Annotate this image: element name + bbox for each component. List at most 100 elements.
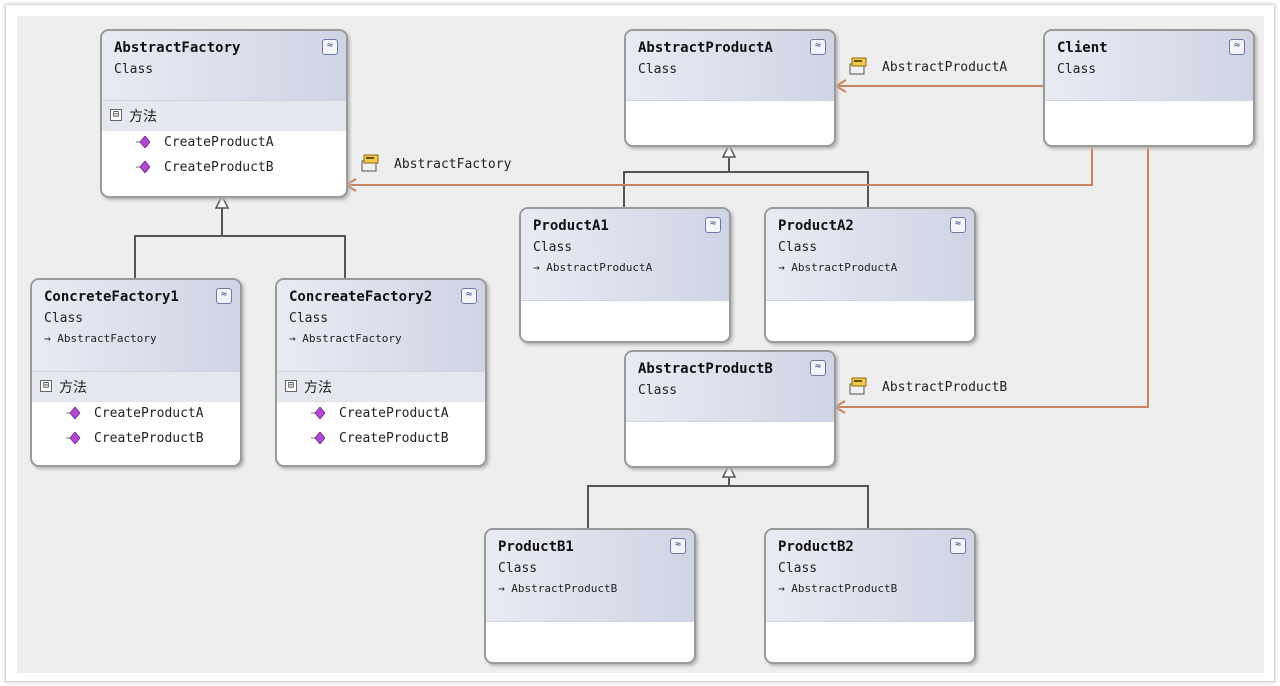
class-abstract-product-a[interactable]: AbstractProductA Class ≈ [624, 29, 836, 147]
class-name: ConcreteFactory1 [44, 289, 179, 305]
class-kind: Class [638, 62, 678, 77]
class-product-a2[interactable]: ProductA2 Class → AbstractProductA ≈ [764, 207, 976, 343]
class-name: ProductB2 [778, 539, 854, 555]
class-name: ProductA2 [778, 218, 854, 234]
class-client[interactable]: Client Class ≈ [1043, 29, 1255, 147]
base-class-name: AbstractProductA [546, 261, 653, 274]
method-row[interactable]: CreateProductA [32, 402, 240, 427]
section-toggle-icon[interactable]: ⊟ [285, 380, 297, 392]
class-kind: Class [498, 561, 538, 576]
class-concreate-factory2[interactable]: ConcreateFactory2 Class → AbstractFactor… [275, 278, 487, 467]
method-name: CreateProductA [339, 406, 449, 421]
method-row[interactable]: CreateProductB [102, 156, 346, 181]
class-product-b2[interactable]: ProductB2 Class → AbstractProductB ≈ [764, 528, 976, 664]
class-kind: Class [114, 62, 154, 77]
association-role-name: AbstractFactory [394, 157, 512, 172]
base-class-name: AbstractFactory [57, 332, 157, 345]
association-role-name: AbstractProductB [882, 380, 1008, 395]
base-class-line: → AbstractProductB [778, 582, 897, 595]
class-name: Client [1057, 40, 1108, 56]
class-kind: Class [1057, 62, 1097, 77]
class-kind: Class [533, 240, 573, 255]
method-row[interactable]: CreateProductA [102, 131, 346, 156]
collapse-chevrons-icon[interactable]: ≈ [950, 538, 966, 554]
collapse-chevrons-icon[interactable]: ≈ [810, 360, 826, 376]
inherits-arrow-icon: → [44, 332, 51, 345]
class-header: ProductB2 Class → AbstractProductB ≈ [766, 530, 974, 622]
class-header: AbstractProductB Class ≈ [626, 352, 834, 422]
class-name: ConcreateFactory2 [289, 289, 433, 305]
class-product-b1[interactable]: ProductB1 Class → AbstractProductB ≈ [484, 528, 696, 664]
base-class-name: AbstractProductB [511, 582, 618, 595]
section-toggle-icon[interactable]: ⊟ [110, 109, 122, 121]
base-class-line: → AbstractFactory [289, 332, 402, 345]
class-kind: Class [638, 383, 678, 398]
class-kind: Class [778, 240, 818, 255]
class-header: ProductA2 Class → AbstractProductA ≈ [766, 209, 974, 301]
methods-section-header[interactable]: ⊟ 方法 [277, 372, 485, 402]
method-icon [136, 136, 150, 148]
association-role-name: AbstractProductA [882, 60, 1008, 75]
class-abstract-product-b[interactable]: AbstractProductB Class ≈ [624, 350, 836, 468]
section-title: 方法 [129, 109, 157, 125]
class-name: ProductB1 [498, 539, 574, 555]
inherits-arrow-icon: → [289, 332, 296, 345]
inherits-arrow-icon: → [533, 261, 540, 274]
collapse-chevrons-icon[interactable]: ≈ [216, 288, 232, 304]
collapse-chevrons-icon[interactable]: ≈ [810, 39, 826, 55]
class-header: ConcreateFactory2 Class → AbstractFactor… [277, 280, 485, 372]
method-row[interactable]: CreateProductB [32, 427, 240, 452]
class-header: Client Class ≈ [1045, 31, 1253, 101]
method-name: CreateProductA [164, 135, 274, 150]
section-toggle-icon[interactable]: ⊟ [40, 380, 52, 392]
inherits-arrow-icon: → [498, 582, 505, 595]
class-concrete-factory1[interactable]: ConcreteFactory1 Class → AbstractFactory… [30, 278, 242, 467]
class-header: AbstractFactory Class ≈ [102, 31, 346, 101]
inherits-arrow-icon: → [778, 582, 785, 595]
class-header: ConcreteFactory1 Class → AbstractFactory… [32, 280, 240, 372]
class-kind: Class [778, 561, 818, 576]
collapse-chevrons-icon[interactable]: ≈ [461, 288, 477, 304]
base-class-name: AbstractProductA [791, 261, 898, 274]
method-icon [66, 407, 80, 419]
association-property-icon [849, 377, 867, 395]
base-class-line: → AbstractFactory [44, 332, 157, 345]
base-class-name: AbstractFactory [302, 332, 402, 345]
method-name: CreateProductB [164, 160, 274, 175]
method-name: CreateProductB [94, 431, 204, 446]
class-kind: Class [44, 311, 84, 326]
class-name: AbstractProductA [638, 40, 773, 56]
class-name: AbstractFactory [114, 40, 241, 56]
collapse-chevrons-icon[interactable]: ≈ [670, 538, 686, 554]
inherits-arrow-icon: → [778, 261, 785, 274]
method-icon [311, 407, 325, 419]
method-icon [66, 432, 80, 444]
class-name: ProductA1 [533, 218, 609, 234]
method-name: CreateProductB [339, 431, 449, 446]
class-header: AbstractProductA Class ≈ [626, 31, 834, 101]
method-name: CreateProductA [94, 406, 204, 421]
collapse-chevrons-icon[interactable]: ≈ [322, 39, 338, 55]
method-icon [136, 161, 150, 173]
collapse-chevrons-icon[interactable]: ≈ [705, 217, 721, 233]
class-header: ProductA1 Class → AbstractProductA ≈ [521, 209, 729, 301]
method-row[interactable]: CreateProductB [277, 427, 485, 452]
class-abstract-factory[interactable]: AbstractFactory Class ≈ ⊟ 方法 CreateProdu… [100, 29, 348, 198]
method-row[interactable]: CreateProductA [277, 402, 485, 427]
association-property-icon [361, 154, 379, 172]
class-header: ProductB1 Class → AbstractProductB ≈ [486, 530, 694, 622]
method-icon [311, 432, 325, 444]
base-class-line: → AbstractProductA [778, 261, 897, 274]
collapse-chevrons-icon[interactable]: ≈ [950, 217, 966, 233]
association-property-icon [849, 57, 867, 75]
class-product-a1[interactable]: ProductA1 Class → AbstractProductA ≈ [519, 207, 731, 343]
section-title: 方法 [304, 380, 332, 396]
methods-section-header[interactable]: ⊟ 方法 [102, 101, 346, 131]
methods-section-header[interactable]: ⊟ 方法 [32, 372, 240, 402]
base-class-name: AbstractProductB [791, 582, 898, 595]
class-kind: Class [289, 311, 329, 326]
section-title: 方法 [59, 380, 87, 396]
base-class-line: → AbstractProductB [498, 582, 617, 595]
collapse-chevrons-icon[interactable]: ≈ [1229, 39, 1245, 55]
class-name: AbstractProductB [638, 361, 773, 377]
